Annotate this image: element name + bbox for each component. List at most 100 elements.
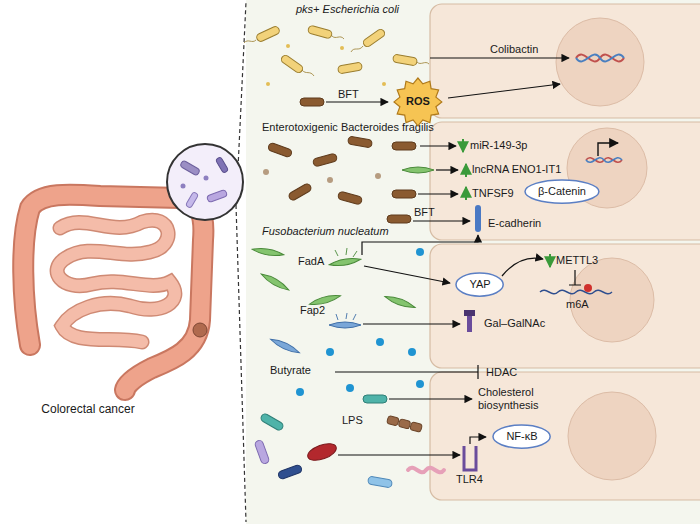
- arrow: [448, 84, 560, 98]
- arrow: [418, 193, 458, 194]
- bacterium: [260, 413, 285, 432]
- metabolite-label: Butyrate: [270, 364, 311, 377]
- epithelial-cell: [430, 372, 700, 500]
- gram-negative-bacterium: [306, 440, 339, 463]
- node-text: ROS: [406, 95, 430, 108]
- dna-strand: [586, 158, 622, 163]
- arrow: [470, 437, 486, 444]
- receptor-label: TLR4: [456, 473, 483, 486]
- up-regulation-arrow: [465, 164, 467, 177]
- butyrate-dot: [296, 388, 304, 396]
- ecoli-rod: [280, 54, 304, 74]
- arrow: [326, 101, 388, 102]
- transcription-arrow: [598, 143, 618, 156]
- nucleus: [556, 18, 644, 106]
- gene-label: TNFSF9: [472, 187, 514, 200]
- receptor-symbol: [467, 316, 472, 332]
- bacterium: [254, 439, 270, 464]
- bfragilis-rod: [392, 190, 416, 198]
- bacterium-dot: [375, 173, 381, 179]
- fusobacterium: [384, 294, 416, 311]
- bacterium: [398, 419, 411, 430]
- bacterium-dot: [382, 82, 386, 86]
- butyrate-dot: [376, 338, 384, 346]
- toxin-label: BFT: [414, 206, 435, 219]
- bfragilis-rod: [392, 142, 416, 150]
- epithelial-cell: [430, 4, 700, 118]
- butyrate-dot: [416, 380, 424, 388]
- bacterium-chain: [387, 415, 423, 432]
- bacterium: [277, 464, 302, 480]
- enzyme-label: HDAC: [486, 366, 517, 379]
- ellipse-shape: [525, 180, 599, 203]
- bacterium: [215, 157, 228, 174]
- pathway-label: Cholesterol biosynthesis: [478, 386, 550, 412]
- ecadherin-symbol: [475, 205, 481, 232]
- ellipse-shape: [456, 273, 503, 296]
- bfragilis-rod: [312, 153, 337, 167]
- nucleus: [568, 392, 656, 480]
- ros-burst: ROS: [393, 77, 443, 127]
- bacterium: [367, 476, 392, 488]
- bacterium: [206, 189, 227, 202]
- inhibition-line: [569, 270, 581, 285]
- ecoli-rod: [362, 28, 386, 48]
- bacterium: [363, 395, 387, 403]
- protein-ellipse: YAP: [455, 272, 504, 297]
- fusobacterium: [269, 337, 301, 356]
- methyl-mark: [584, 284, 592, 292]
- gene-label: lncRNA ENO1-IT1: [472, 163, 561, 176]
- adhesin-label: Fap2: [300, 304, 325, 317]
- down-regulation-arrow: [549, 254, 551, 267]
- toxin-label: LPS: [342, 414, 363, 427]
- arrows: [326, 58, 581, 455]
- fusobacterium: [402, 167, 434, 173]
- gene-label: miR-149-3p: [470, 139, 527, 152]
- node-text: NF-κB: [506, 430, 537, 443]
- gene-label: METTL3: [556, 254, 598, 267]
- arrow: [502, 258, 543, 276]
- toxin-label: BFT: [338, 88, 359, 101]
- down-regulation-arrow: [462, 139, 464, 152]
- arrow: [413, 220, 470, 221]
- adhesin-pili: [335, 248, 357, 257]
- butyrate-dot: [326, 348, 334, 356]
- flagellum: [244, 36, 429, 76]
- small-intestine: [57, 220, 175, 342]
- fusobacterium: [252, 246, 285, 257]
- toxin-label: Colibactin: [490, 43, 538, 56]
- arrow: [364, 266, 450, 283]
- bfragilis-rod: [387, 215, 411, 223]
- protein-ellipse: β-Catenin: [524, 179, 600, 204]
- bacterium-dot: [266, 82, 270, 86]
- zoom-line: [236, 2, 246, 522]
- adhesin-label: FadA: [298, 255, 324, 268]
- bfragilis-rod: [288, 183, 313, 202]
- bacterium: [410, 422, 423, 433]
- ecoli-rod: [307, 25, 332, 39]
- bacterium: [387, 415, 400, 426]
- large-intestine: [23, 195, 203, 390]
- bfragilis-rod: [347, 136, 372, 148]
- protein-ellipse: NF-κB: [492, 424, 551, 449]
- adhesin-pili: [336, 313, 356, 320]
- fusobacterium: [329, 322, 361, 328]
- node-text: YAP: [469, 278, 490, 291]
- magnifier: [167, 144, 243, 220]
- bacterium: [408, 468, 444, 473]
- small-intestine: [57, 220, 175, 342]
- figure-label: Colorectal cancer: [41, 402, 134, 416]
- ellipse-shape: [493, 425, 550, 448]
- bacterium-dot: [181, 184, 186, 189]
- epithelial-cell: [430, 244, 700, 368]
- burst-shape: [394, 78, 442, 126]
- epithelial-cell: [430, 122, 700, 240]
- arrow: [436, 169, 458, 170]
- butyrate-dot: [416, 248, 424, 256]
- tumor: [193, 323, 207, 337]
- rna-strand: [540, 290, 612, 293]
- dna-strand: [586, 158, 622, 163]
- arrow: [338, 454, 460, 455]
- inhibition-line: [335, 365, 478, 379]
- modification-label: m6A: [566, 298, 589, 311]
